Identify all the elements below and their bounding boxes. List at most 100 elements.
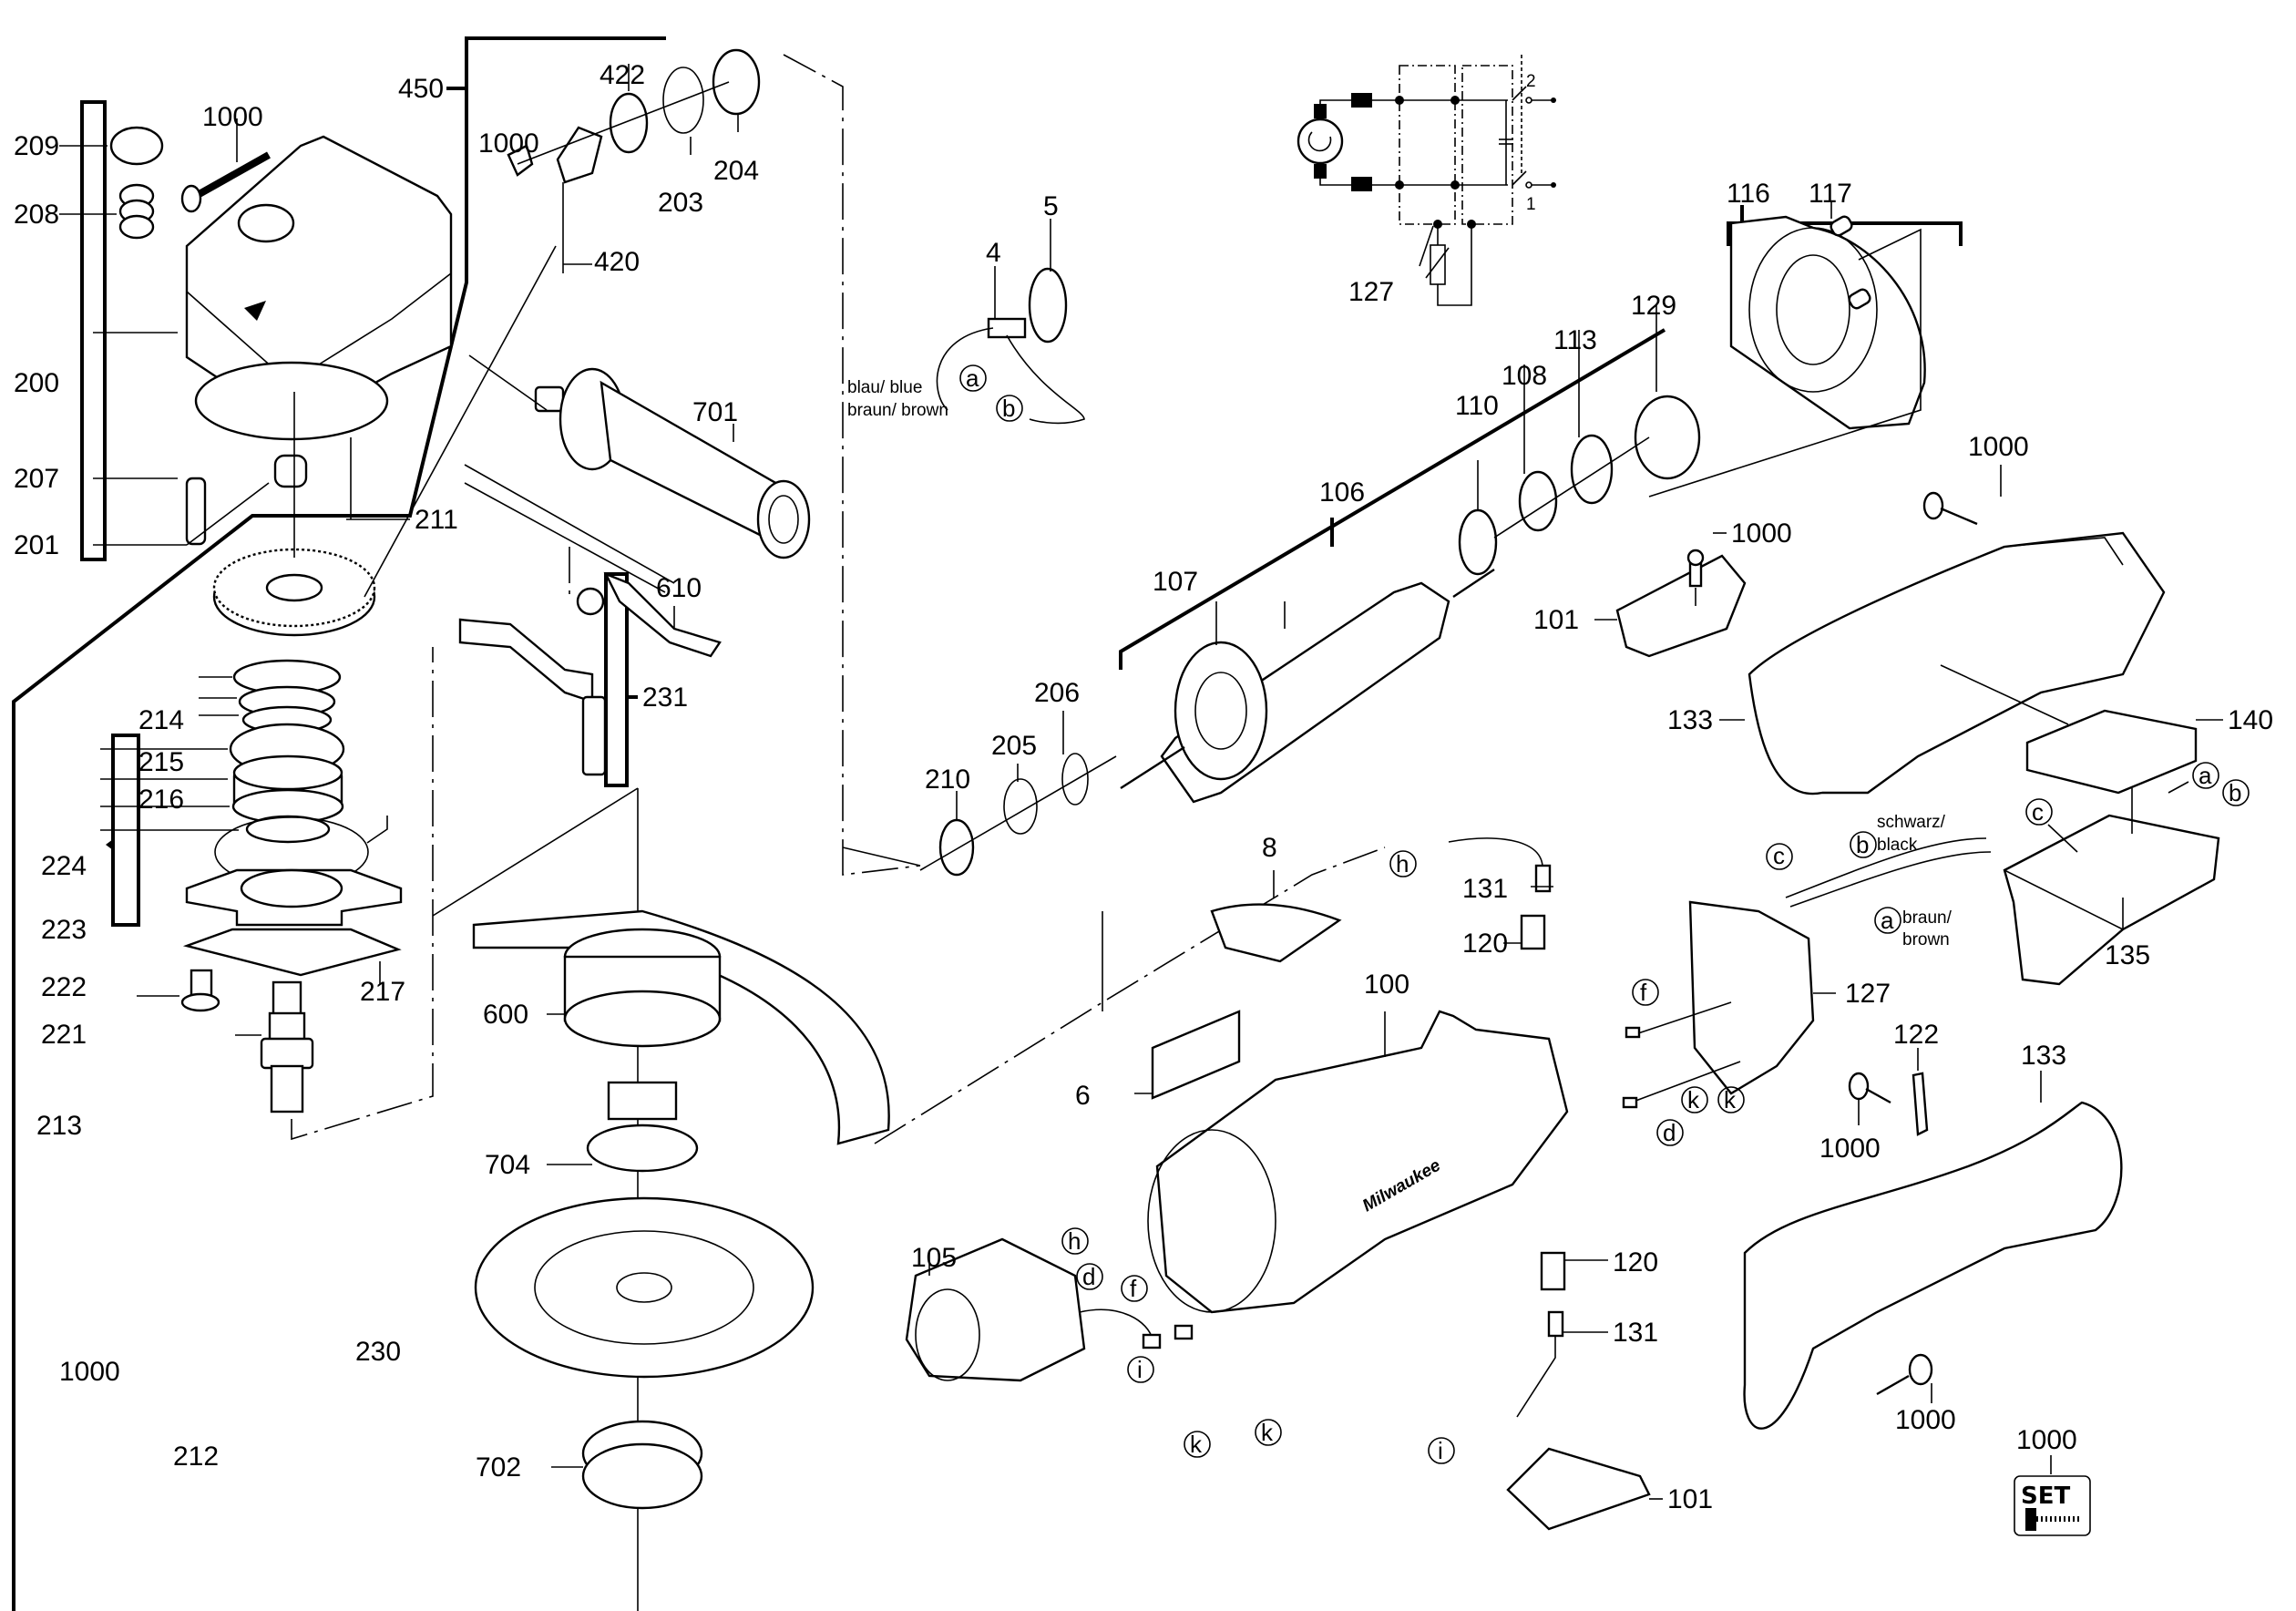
part-701-side-handle (534, 367, 811, 559)
marker-h-stator: h (1061, 1227, 1089, 1255)
wire-label-black: black (1877, 836, 1918, 855)
marker-c-switch: c (2025, 798, 2053, 826)
svg-text:b: b (2229, 779, 2241, 806)
svg-text:a: a (966, 364, 979, 392)
label-1000-lower: 1000 (1895, 1405, 1956, 1435)
svg-text:k: k (1261, 1419, 1274, 1446)
marker-b-switch: b (2222, 779, 2250, 806)
label-205: 205 (991, 731, 1037, 761)
label-204: 204 (713, 156, 759, 186)
label-135: 135 (2105, 940, 2150, 970)
wiring-schematic: 2 1 (1297, 55, 1556, 306)
label-230: 230 (355, 1337, 401, 1367)
label-140: 140 (2228, 705, 2273, 735)
svg-text:f: f (1640, 979, 1647, 1006)
brush-cover-top (1594, 532, 1747, 658)
label-122: 122 (1893, 1020, 1939, 1050)
label-105: 105 (911, 1243, 957, 1273)
label-215: 215 (138, 747, 184, 777)
label-5: 5 (1043, 191, 1059, 221)
part-205-washer (1003, 778, 1038, 835)
motor-housing-group: Milwaukee (874, 837, 1663, 1531)
marker-f-module: f (1632, 979, 1659, 1006)
label-221: 221 (41, 1020, 87, 1050)
label-100: 100 (1364, 970, 1409, 1000)
group-bracket-231 (604, 572, 629, 787)
part-1000-screw (180, 151, 271, 213)
armature-group (919, 305, 1701, 877)
label-212: 212 (173, 1442, 219, 1472)
gear-head-group (12, 36, 666, 1611)
handle-top-group (1719, 465, 2223, 795)
label-210: 210 (925, 764, 970, 795)
label-450: 450 (398, 74, 444, 104)
part-600-guard (472, 909, 890, 1145)
svg-text:b: b (1002, 395, 1015, 422)
screw-set-badge: SET (2014, 1455, 2091, 1536)
wire-label-brown-2: brown (1902, 930, 1950, 949)
part-6-nameplate (1151, 1010, 1241, 1100)
svg-text:b: b (1856, 831, 1869, 858)
label-610: 610 (656, 573, 702, 603)
grinding-disc (474, 1196, 815, 1379)
label-6: 6 (1075, 1081, 1091, 1111)
label-231: 231 (642, 682, 688, 713)
label-127: 127 (1845, 979, 1891, 1009)
label-120-lower: 120 (1613, 1247, 1658, 1278)
part-140-pad (2025, 709, 2198, 795)
part-610-wrench (603, 571, 722, 658)
wire-label-blue: blau/ blue (847, 378, 922, 397)
label-201: 201 (14, 530, 59, 560)
part-204-bearing (712, 48, 761, 116)
part-704-flange (607, 1081, 678, 1121)
label-216: 216 (138, 785, 184, 815)
switch-terminal-2: 2 (1526, 72, 1536, 91)
part-203-ring (662, 67, 704, 134)
svg-text:h: h (1396, 850, 1409, 877)
svg-text:k: k (1687, 1086, 1700, 1113)
group-bracket-106 (1119, 328, 1666, 670)
group-bracket-200 (80, 100, 107, 561)
label-207: 207 (14, 464, 59, 494)
part-221-ring (245, 815, 331, 844)
label-214: 214 (138, 705, 184, 735)
label-117: 117 (1809, 179, 1852, 209)
svg-text:a: a (2199, 762, 2212, 789)
label-702: 702 (476, 1452, 521, 1483)
wire-label-schwarz: schwarz/ (1877, 813, 1946, 832)
part-133-handle-lower (1743, 1071, 2123, 1430)
svg-text:a: a (1881, 907, 1894, 934)
label-1000-set: 1000 (2016, 1425, 2077, 1455)
marker-b-module: b (1850, 831, 1877, 858)
guard-group (432, 787, 890, 1611)
label-206: 206 (1034, 678, 1080, 708)
svg-text:k: k (1724, 1086, 1737, 1113)
part-231-pin (581, 695, 607, 776)
part-420-pinion (556, 126, 603, 184)
label-208: 208 (14, 200, 59, 230)
marker-a-module: a (1874, 907, 1901, 934)
set-badge-text: SET (2021, 1483, 2070, 1510)
part-212-spindle (260, 980, 314, 1113)
part-230-gasket (182, 928, 402, 977)
screw-icon (2025, 1508, 2079, 1531)
label-101-top: 101 (1533, 605, 1579, 635)
label-110: 110 (1455, 391, 1499, 421)
marker-k-stator-2: k (1255, 1419, 1282, 1446)
label-224: 224 (41, 851, 87, 881)
svg-text:i: i (1137, 1356, 1143, 1383)
label-1000-cover: 1000 (1731, 518, 1792, 549)
switch-terminal-1: 1 (1526, 195, 1536, 214)
part-133-handle-half (1748, 531, 2166, 795)
resistor-symbol (1430, 244, 1446, 285)
marker-k-module-1: k (1681, 1086, 1708, 1113)
svg-text:c: c (1773, 842, 1785, 869)
label-1000-top: 1000 (202, 102, 263, 132)
part-bevel-gear (212, 548, 376, 637)
group-outline-450 (12, 36, 666, 1611)
part-113-plate (1570, 434, 1614, 505)
part-201-bushing (273, 454, 308, 488)
field-coil-bottom (1351, 177, 1372, 191)
marker-k-stator-1: k (1184, 1431, 1211, 1458)
